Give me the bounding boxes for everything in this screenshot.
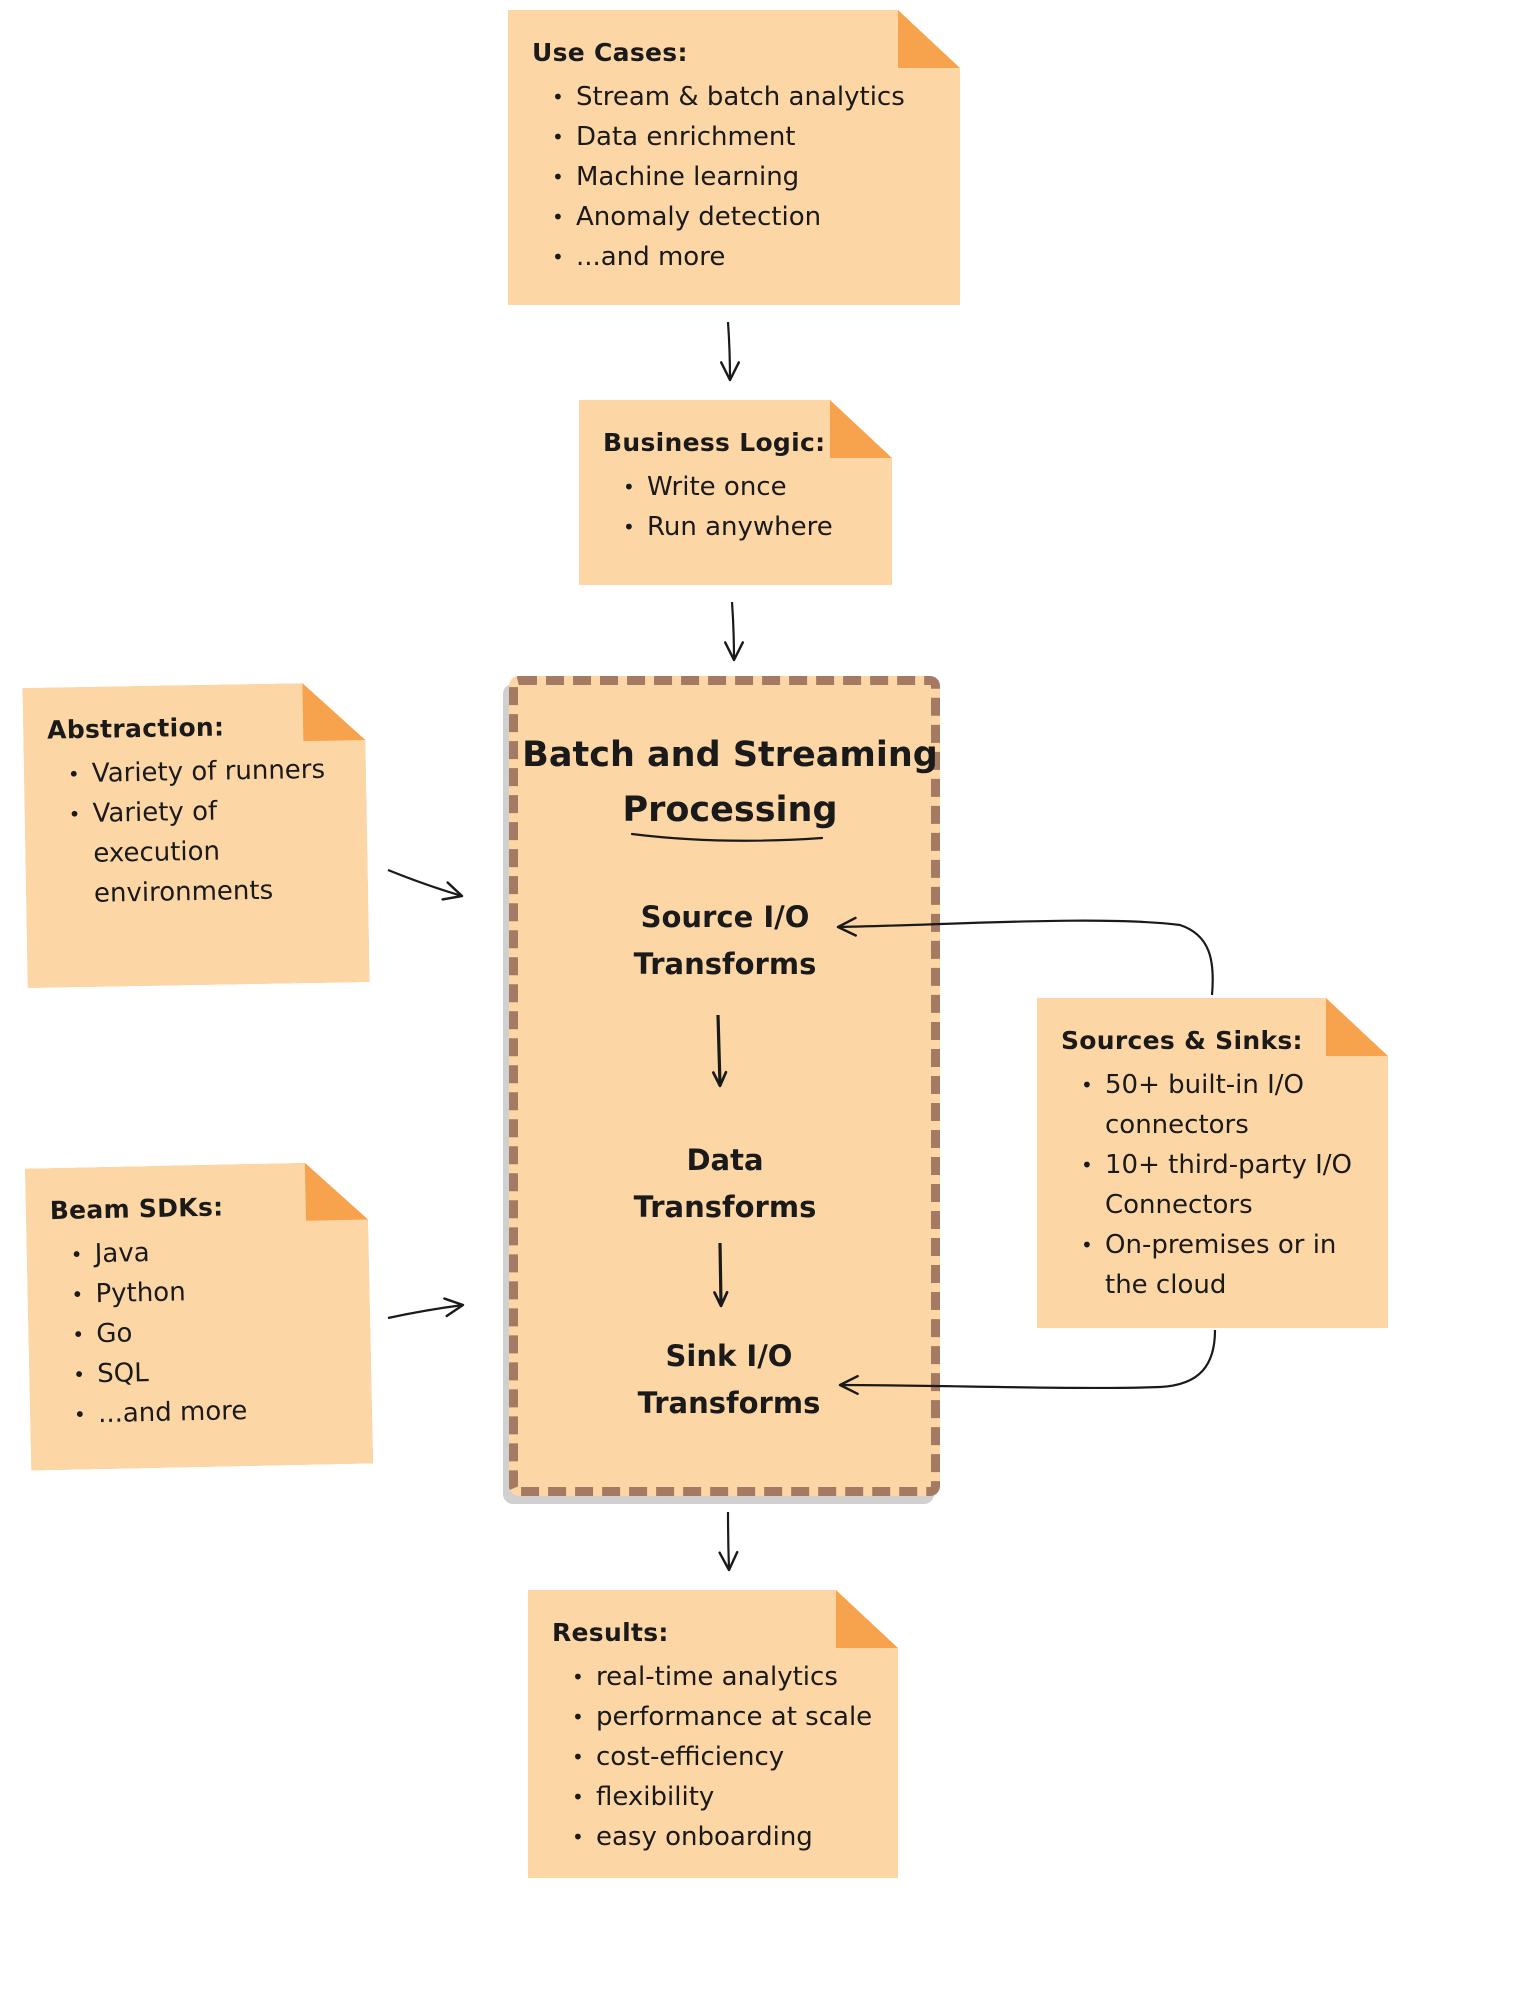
list-item: Run anywhere [623,507,868,547]
data-transforms-stage: Data Transforms [575,1137,875,1231]
data-label: Data [686,1143,764,1177]
business-logic-list: Write once Run anywhere [603,467,868,547]
list-item: Variety of execution environments [68,789,344,914]
list-item: flexibility [572,1777,874,1817]
sources-sinks-title: Sources & Sinks: [1061,1026,1303,1055]
processing-title: Batch and Streaming Processing [520,728,940,838]
note-fold-corner [305,1161,368,1220]
beam-sdks-note: Beam SDKs: Java Python Go SQL ...and mor… [25,1161,373,1470]
use-cases-list: Stream & batch analytics Data enrichment… [532,77,936,277]
list-item: performance at scale [572,1697,874,1737]
business-logic-title: Business Logic: [603,428,826,457]
list-item: Variety of runners [68,749,343,794]
list-item: Data enrichment [552,117,936,157]
processing-title-line1: Batch and Streaming [522,735,938,775]
list-item: On-premises or in the cloud [1081,1225,1364,1305]
note-fold-corner [302,682,365,741]
use-cases-note: Use Cases: Stream & batch analytics Data… [508,10,960,305]
arrow-business-logic-to-processing [723,601,745,662]
sources-sinks-list: 50+ built-in I/O connectors 10+ third-pa… [1061,1065,1364,1305]
business-logic-note: Business Logic: Write once Run anywhere [579,400,892,585]
list-item: ...and more [74,1389,349,1435]
list-item: Write once [623,467,868,507]
sink-io-transforms-stage: Sink I/O Transforms [579,1333,879,1427]
list-item: Java [70,1229,345,1275]
sink-transforms-label: Transforms [637,1386,821,1420]
beam-sdks-title: Beam SDKs: [49,1192,224,1226]
note-fold-corner [830,400,892,458]
list-item: Anomaly detection [552,197,936,237]
list-item: SQL [73,1349,348,1395]
source-io-transforms-stage: Source I/O Transforms [575,894,875,988]
sources-sinks-note: Sources & Sinks: 50+ built-in I/O connec… [1037,998,1388,1328]
note-fold-corner [898,10,960,68]
arrow-use-cases-to-business-logic [719,321,741,382]
list-item: 50+ built-in I/O connectors [1081,1065,1364,1145]
results-title: Results: [552,1618,669,1647]
list-item: 10+ third-party I/O Connectors [1081,1145,1364,1225]
list-item: Python [71,1269,346,1315]
list-item: cost-efficiency [572,1737,874,1777]
results-note: Results: real-time analytics performance… [528,1590,898,1878]
use-cases-title: Use Cases: [532,38,688,67]
data-transforms-label: Transforms [633,1190,817,1224]
list-item: Machine learning [552,157,936,197]
abstraction-title: Abstraction: [46,712,225,745]
arrow-abstraction-to-processing [387,868,464,901]
source-transforms-label: Transforms [633,947,817,981]
list-item: Go [72,1309,347,1355]
beam-sdks-list: Java Python Go SQL ...and more [50,1229,348,1435]
sink-io-label: Sink I/O [665,1339,793,1373]
note-fold-corner [836,1590,898,1648]
list-item: Stream & batch analytics [552,77,936,117]
list-item: ...and more [552,237,936,277]
list-item: easy onboarding [572,1817,874,1857]
abstraction-list: Variety of runners Variety of execution … [48,749,345,914]
source-io-label: Source I/O [640,900,810,934]
list-item: real-time analytics [572,1657,874,1697]
arrow-sdks-to-processing [387,1297,465,1320]
note-fold-corner [1326,998,1388,1056]
results-list: real-time analytics performance at scale… [552,1657,874,1857]
processing-title-line2: Processing [622,790,838,830]
arrow-processing-to-results [718,1511,739,1572]
abstraction-note: Abstraction: Variety of runners Variety … [22,682,369,988]
